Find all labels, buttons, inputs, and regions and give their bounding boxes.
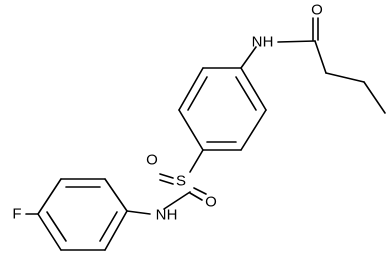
bond-ring1-d — [178, 109, 204, 151]
bond-ring1-double-a — [235, 76, 257, 111]
bond-carbonyl-c-n — [277, 40, 316, 43]
bond-ring1-double-c — [187, 76, 208, 111]
bond-s-o-left-1 — [159, 173, 174, 179]
atom-sulfur: S — [176, 173, 186, 190]
bond-ring2-d — [37, 178, 62, 215]
atom-fluorine: F — [12, 206, 21, 223]
bond-s-o-right-1 — [193, 187, 207, 195]
atom-carbonyl-o: O — [311, 2, 323, 19]
bond-ring2-a — [104, 210, 128, 251]
bond-lines — [25, 17, 386, 251]
bond-ring-s — [189, 149, 204, 173]
bond-ring1-e — [178, 67, 204, 111]
atom-labels: N H O S O O N H F — [12, 2, 322, 224]
bond-ring2-c — [37, 213, 62, 251]
atom-sulfonyl-o-right: O — [205, 194, 217, 211]
bond-ring1-b — [240, 109, 267, 151]
bond-n-ring-bottom — [126, 210, 151, 215]
bond-ring2-f — [104, 178, 128, 212]
atom-amide-n: N — [252, 34, 263, 51]
atom-sulfonamide-h: H — [167, 207, 178, 224]
bond-chain-c3-c4 — [363, 81, 386, 114]
bond-carbonyl-c-chain — [314, 40, 327, 74]
bond-ring2-double-a — [99, 211, 118, 242]
bond-s-o-right-2 — [189, 192, 203, 201]
bond-s-n — [163, 191, 191, 210]
bond-chain-c2-c3 — [325, 72, 365, 83]
bond-s-o-left-2 — [159, 179, 174, 185]
atom-sulfonyl-o-left: O — [146, 152, 158, 169]
bond-n-ring-top — [240, 46, 257, 69]
atom-sulfonamide-n: N — [156, 207, 167, 224]
atom-amide-h: H — [263, 34, 274, 51]
bond-ring2-double-b — [46, 211, 67, 242]
bond-ring1-a — [240, 67, 267, 111]
